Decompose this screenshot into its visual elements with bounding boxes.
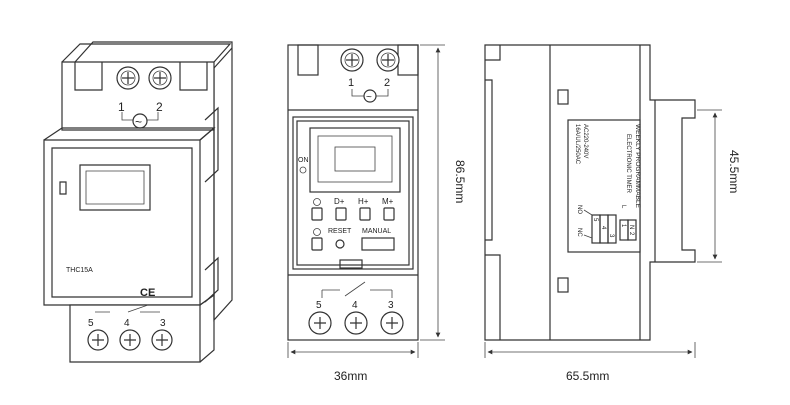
- side-label-line2: ELECTRONIC TIMER: [625, 134, 631, 194]
- front-btn-m: M+: [382, 197, 394, 206]
- side-wire-3: 3: [608, 234, 614, 238]
- side-wire-no: NO: [576, 205, 582, 214]
- front-view: 1 2 ~ ON D+ H+ M+ RESET: [287, 44, 467, 383]
- iso-term-bot-5: 5: [88, 318, 94, 329]
- side-wire-n: N: [628, 225, 634, 229]
- iso-screw-top-1: [116, 66, 140, 90]
- front-term-bot-4: 4: [352, 300, 358, 311]
- side-wire-nc: NC: [576, 228, 582, 237]
- iso-term-bot-3: 3: [160, 318, 166, 329]
- side-height-dim: 45.5mm: [727, 150, 741, 193]
- side-wire-1: 1: [620, 224, 626, 228]
- iso-tilde: ~: [135, 115, 142, 129]
- isometric-view: 1 2 ~ THC15A CE 5 4 3: [43, 41, 233, 363]
- front-button-row-2: RESET MANUAL: [311, 228, 395, 251]
- side-width-dim: 65.5mm: [566, 369, 609, 383]
- iso-term-top-1: 1: [118, 100, 125, 114]
- front-screw-top-2: [376, 48, 400, 72]
- front-btn-d: D+: [334, 197, 345, 206]
- side-label-line4: 16A/UL/250AC: [574, 124, 580, 165]
- side-wire-l: L: [620, 205, 626, 209]
- front-manual-label: MANUAL: [362, 228, 391, 235]
- front-btn-h: H+: [358, 197, 369, 206]
- front-term-bot-3: 3: [388, 300, 394, 311]
- side-label-line3: AC220-240V: [582, 124, 588, 158]
- front-term-bot-5: 5: [316, 300, 322, 311]
- side-wire-2: 2: [628, 232, 634, 236]
- front-term-top-2: 2: [384, 77, 390, 89]
- front-on-label: ON: [298, 157, 309, 164]
- front-width-dim: 36mm: [334, 369, 367, 383]
- front-screw-top-1: [340, 48, 364, 72]
- iso-term-top-2: 2: [156, 100, 163, 114]
- front-term-top-1: 1: [348, 77, 354, 89]
- iso-model-label: THC15A: [66, 267, 93, 274]
- iso-ce-mark: CE: [140, 287, 155, 299]
- front-button-row-1: D+ H+ M+: [311, 197, 395, 221]
- side-view: WEEKLY PROGRAMMABLE ELECTRONIC TIMER AC2…: [484, 44, 741, 383]
- side-label-line1: WEEKLY PROGRAMMABLE: [634, 124, 641, 209]
- side-wire-4: 4: [600, 226, 606, 230]
- front-tilde: ~: [366, 92, 372, 103]
- side-wire-5: 5: [592, 218, 598, 222]
- front-height-dim: 86.5mm: [453, 160, 467, 203]
- iso-term-bot-4: 4: [124, 318, 130, 329]
- iso-screw-top-2: [148, 66, 172, 90]
- front-reset-label: RESET: [328, 228, 352, 235]
